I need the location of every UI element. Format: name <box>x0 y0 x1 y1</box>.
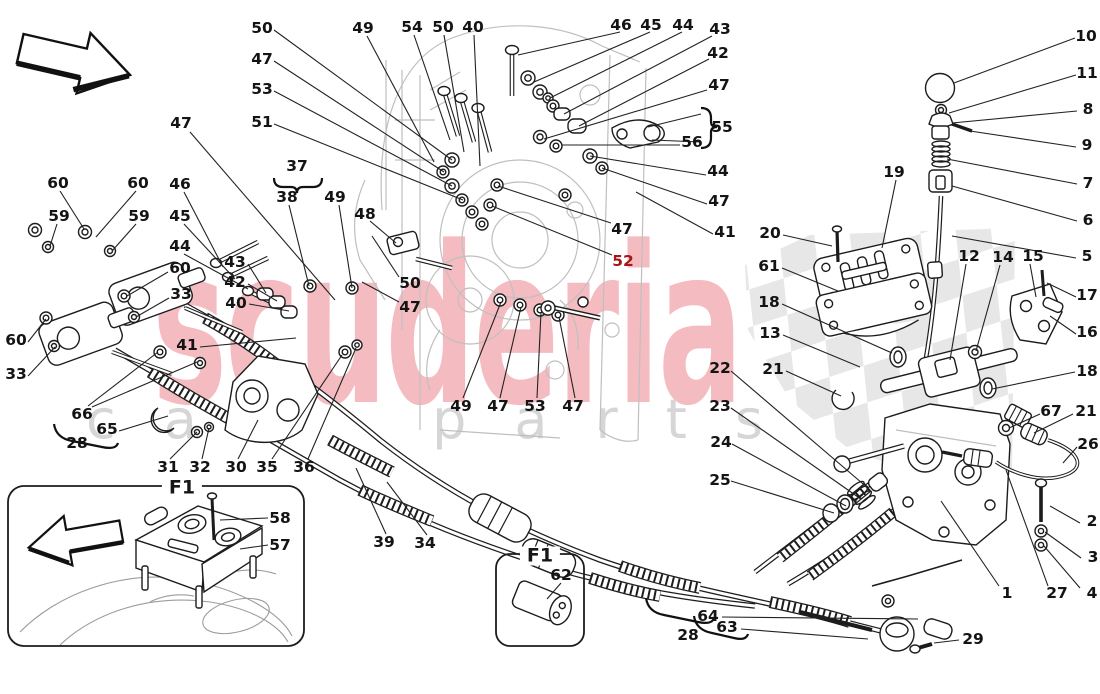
group-braces <box>52 106 750 640</box>
fastener-cluster <box>27 44 665 439</box>
f1-cylinder-part <box>511 580 572 626</box>
f1-inset-mid <box>495 553 585 647</box>
console-sketch <box>19 569 293 646</box>
leader-lines <box>27 29 1082 644</box>
f1-console-unit <box>134 492 264 609</box>
f1-inset-left-label: F1 <box>161 478 203 498</box>
engine-outline <box>353 25 647 442</box>
direction-arrow-icon <box>15 30 133 96</box>
f1-inset-mid-label: F1 <box>519 546 561 566</box>
gear-lever-assembly <box>799 72 1080 654</box>
cable-mount-bracket <box>224 355 319 444</box>
inset-arrow-left-icon <box>26 513 125 568</box>
f1-inset-left <box>7 485 305 647</box>
